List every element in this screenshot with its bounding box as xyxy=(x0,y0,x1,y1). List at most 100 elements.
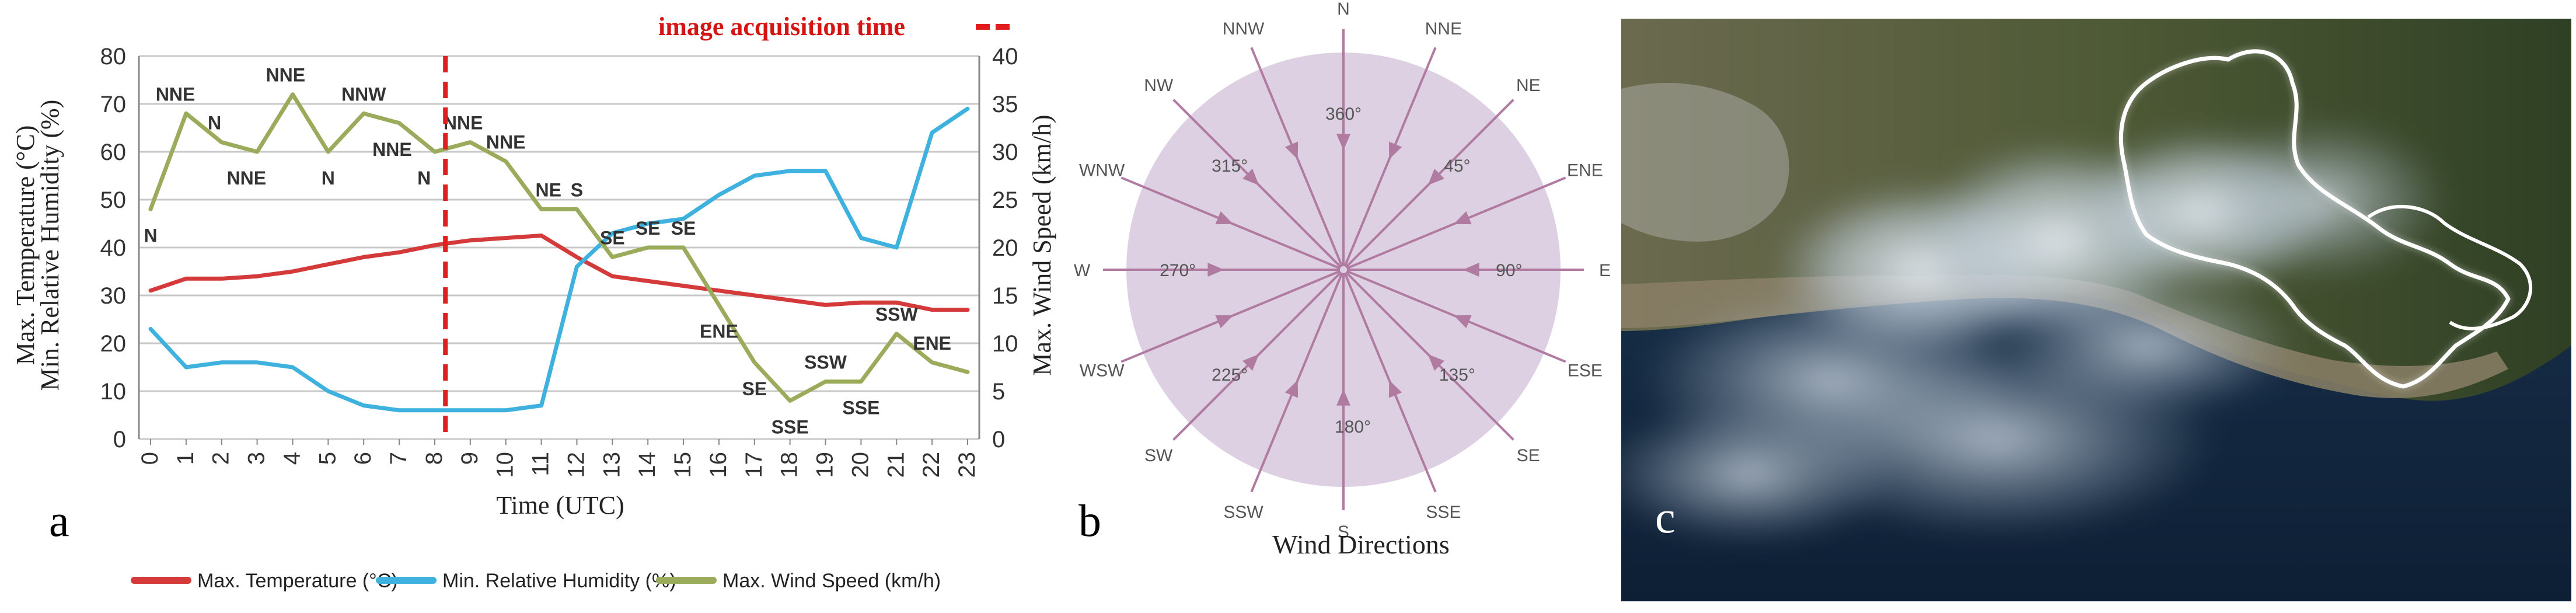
wind-direction-label: NNW xyxy=(341,83,386,105)
smoke-plume xyxy=(1621,118,2450,544)
rose-arrowhead xyxy=(1427,354,1444,371)
burned-area-outline-main xyxy=(2118,49,2511,389)
rose-degree-label: 360° xyxy=(1325,105,1362,124)
y-tick-label: 20 xyxy=(100,331,127,357)
wind-direction-label: ENE xyxy=(700,321,738,342)
wind-direction-label: SE xyxy=(671,218,696,239)
wind-direction-label: N xyxy=(322,168,335,189)
rose-degree-labels: 360°45°90°135°180°225°270°315° xyxy=(1160,105,1522,437)
rose-direction-label: SE xyxy=(1517,446,1540,465)
left-axis-label-humidity: Min. Relative Humidity (%) xyxy=(36,100,64,391)
rose-direction-label: S xyxy=(1338,523,1349,542)
x-tick-label: 4 xyxy=(279,452,305,465)
rose-direction-label: SSW xyxy=(1223,503,1263,522)
wind-direction-label: SSE xyxy=(842,398,879,419)
wind-direction-label: NE xyxy=(536,179,561,200)
y2-tick-label: 25 xyxy=(992,187,1018,213)
x-tick-label: 6 xyxy=(350,452,376,465)
x-tick-label: 0 xyxy=(137,452,163,465)
x-tick-label: 10 xyxy=(493,452,518,478)
wind-direction-label: NNE xyxy=(486,131,526,152)
legend-label: Max. Temperature (°C) xyxy=(197,570,398,592)
rose-degree-label: 135° xyxy=(1439,365,1475,385)
wind-direction-label: SE xyxy=(742,378,767,399)
rose-arrowhead xyxy=(1454,315,1472,329)
y2-tick-label: 40 xyxy=(992,44,1018,69)
rose-arrowhead xyxy=(1427,169,1444,186)
y2-tick-label: 10 xyxy=(992,331,1018,357)
x-tick-label: 1 xyxy=(173,452,198,465)
y-tick-label: 30 xyxy=(100,283,127,309)
rose-direction-label: E xyxy=(1599,261,1611,280)
rose-arrowhead xyxy=(1215,211,1233,225)
rose-direction-label: NNE xyxy=(1425,19,1462,39)
wind-direction-label: N xyxy=(144,225,157,246)
panel-letter-b: b xyxy=(1078,495,1101,546)
x-tick-label: 19 xyxy=(812,452,838,478)
wind-direction-label: SSW xyxy=(875,304,919,325)
panel-letter-a: a xyxy=(49,495,69,546)
y-tick-label: 70 xyxy=(100,92,127,117)
y2-tick-label: 20 xyxy=(992,235,1018,261)
x-tick-label: 11 xyxy=(528,452,554,476)
x-tick-label: 20 xyxy=(847,452,873,478)
rose-degree-label: 315° xyxy=(1212,156,1248,176)
rose-direction-label: NNW xyxy=(1223,19,1265,39)
x-tick-label: 13 xyxy=(599,452,624,478)
rose-arrowhead xyxy=(1388,141,1402,159)
rose-direction-label: WNW xyxy=(1079,161,1125,180)
wind-direction-label: S xyxy=(571,179,583,200)
x-tick-label: 14 xyxy=(634,452,660,478)
panel-letter-c: c xyxy=(1655,492,1676,542)
rose-arrowhead xyxy=(1284,141,1299,159)
rose-direction-label: N xyxy=(1337,0,1350,19)
wind-direction-label: NNE xyxy=(227,168,267,189)
rose-direction-label: W xyxy=(1074,261,1091,280)
right-axis-label-wind: Max. Wind Speed (km/h) xyxy=(1028,114,1056,375)
x-tick-label: 8 xyxy=(421,452,447,465)
rose-degree-label: 180° xyxy=(1335,417,1371,437)
series-line xyxy=(148,92,970,403)
x-tick-label: 22 xyxy=(919,452,944,478)
rose-direction-label: SSE xyxy=(1426,503,1461,522)
rose-direction-label: WSW xyxy=(1080,361,1125,380)
city-area xyxy=(1621,83,1789,242)
wind-direction-label: N xyxy=(208,113,221,134)
x-tick-label: 16 xyxy=(706,452,731,478)
wind-direction-label: NNE xyxy=(372,139,412,160)
wind-direction-label: SE xyxy=(600,227,625,248)
x-tick-label: 23 xyxy=(954,452,980,478)
rose-arrowhead xyxy=(1284,380,1299,398)
y2-tick-label: 30 xyxy=(992,140,1018,165)
x-tick-label: 18 xyxy=(777,452,802,478)
x-axis-label: Time (UTC) xyxy=(496,491,624,520)
rose-arrowhead xyxy=(1454,211,1472,225)
y-tick-label: 80 xyxy=(100,44,127,69)
rose-direction-label: ESE xyxy=(1568,361,1603,380)
wind-direction-label: NNE xyxy=(156,83,196,105)
rose-arrowhead xyxy=(1242,169,1259,186)
wind-direction-label: N xyxy=(417,168,431,189)
wind-direction-label: SE xyxy=(636,218,661,239)
y2-tick-label: 35 xyxy=(992,92,1018,117)
chart-series xyxy=(148,92,970,413)
satellite-fire-image: c xyxy=(1621,19,2571,601)
y-tick-label: 0 xyxy=(113,427,126,452)
chart-legend: Max. Temperature (°C) Min. Relative Humid… xyxy=(131,570,941,592)
acquisition-time-annotation: image acquisition time xyxy=(658,12,905,41)
y-tick-label: 10 xyxy=(100,379,127,405)
x-tick-label: 12 xyxy=(563,452,589,478)
wind-direction-label: ENE xyxy=(913,333,951,354)
rose-arrowhead xyxy=(1207,263,1224,277)
rose-direction-label: SW xyxy=(1144,446,1173,465)
rose-arrowhead xyxy=(1242,354,1259,371)
y-tick-label: 40 xyxy=(100,235,127,261)
legend-label: Min. Relative Humidity (%) xyxy=(442,570,676,592)
wind-direction-label: SSE xyxy=(772,416,809,437)
rose-degree-label: 90° xyxy=(1496,261,1522,280)
